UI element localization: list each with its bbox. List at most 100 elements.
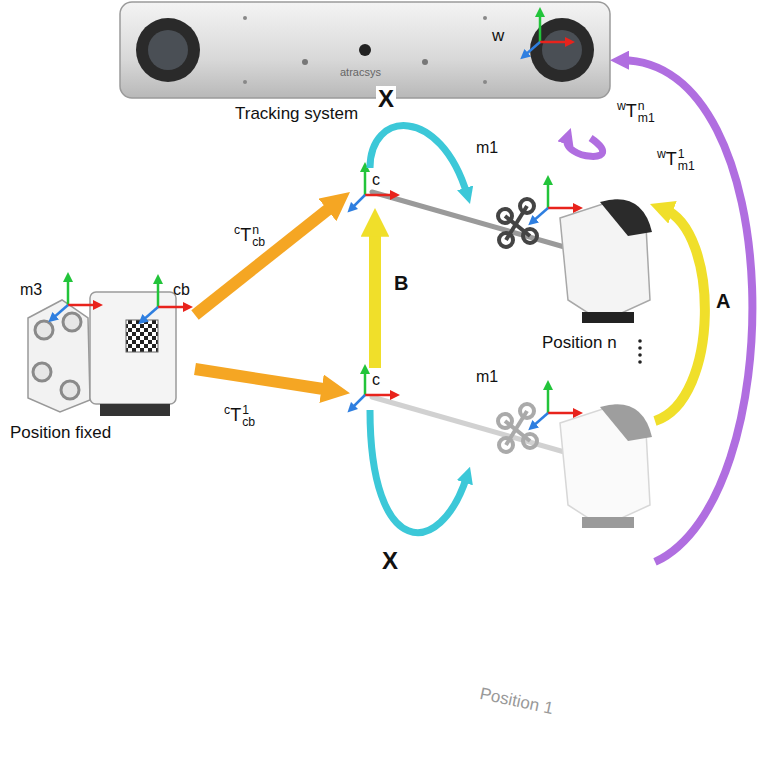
tracked-tool-faded-part — [582, 517, 634, 528]
position-caption: Position n — [542, 333, 617, 353]
coordinate-axes-part — [52, 277, 98, 319]
calibration-block-part — [28, 300, 90, 412]
tool-marker: m1Position n — [470, 138, 650, 358]
coordinate-axes-part-part — [68, 304, 98, 307]
coordinate-axes-part-part — [351, 195, 365, 209]
tracked-tool-faded — [372, 397, 652, 528]
tracking-device-part — [542, 30, 582, 70]
tracking-device-part — [243, 16, 247, 20]
tracked-tool-part-part — [498, 209, 512, 223]
device-caption: Tracking system — [235, 104, 358, 124]
position-caption: Position 1 — [478, 684, 555, 719]
transform-label: wTm1n — [615, 100, 657, 124]
camera-frame: c — [350, 168, 400, 208]
tracked-tool-faded-part-part — [520, 404, 534, 418]
calibration-block-part — [61, 381, 79, 399]
tracked-tool — [372, 192, 652, 323]
calibration-block-part — [126, 320, 158, 352]
transform-label: X — [376, 86, 396, 112]
coordinate-axes-part-part — [539, 12, 542, 42]
coordinate-axes-part — [351, 369, 395, 409]
calibration-block-part — [63, 313, 81, 331]
frame-label: m1 — [476, 368, 498, 386]
frame-label: m3 — [20, 281, 42, 299]
calibration-board: m3 cbPosition fixed — [5, 270, 195, 450]
coordinate-axes-part-part — [365, 394, 395, 397]
camera-frame: c — [350, 368, 400, 410]
coordinate-axes-part-part — [532, 208, 548, 222]
calibration-block-part — [100, 404, 170, 416]
coordinate-axes-part — [524, 12, 570, 56]
coordinate-axes-part-part — [364, 167, 367, 195]
tracked-tool-faded-part-part — [523, 434, 537, 448]
frame-label: c — [372, 371, 380, 389]
transform-label: cTcbn — [232, 224, 267, 248]
tracked-tool-faded-part-part — [499, 438, 513, 452]
tracked-tool-part — [582, 312, 634, 323]
tracked-tool-faded-part — [372, 397, 575, 455]
coordinate-axes-part — [351, 167, 395, 209]
coordinate-axes-part-part — [67, 277, 70, 305]
transform-label: A — [714, 290, 732, 312]
tracked-tool-faded-part — [600, 404, 652, 441]
tracking-device-part — [136, 18, 200, 82]
tracking-device-part — [148, 30, 188, 70]
tracked-tool-part-part — [523, 229, 537, 243]
transform-arrow — [622, 60, 753, 562]
continuation-dots-part — [638, 353, 642, 357]
tracking-device — [120, 2, 610, 98]
continuation-dots — [638, 339, 642, 364]
tracking-device-part — [422, 59, 428, 65]
coordinate-axes-part — [532, 385, 578, 427]
continuation-dots-part — [638, 346, 642, 350]
coordinate-axes-part-part — [547, 385, 550, 413]
transform-arrow — [370, 126, 467, 195]
tracked-tool-part-part — [499, 233, 513, 247]
coordinate-axes-part-part — [142, 307, 158, 321]
coordinate-axes-part-part — [365, 194, 395, 197]
calibration-block-part — [35, 321, 53, 339]
tracking-system: wTracking system — [120, 0, 610, 128]
coordinate-axes — [52, 12, 578, 427]
coordinate-axes-part-part — [158, 306, 188, 309]
calibration-block — [28, 292, 176, 416]
transform-arrow — [370, 410, 467, 533]
coordinate-axes-part-part — [157, 279, 160, 307]
tracked-tool-part — [372, 192, 575, 250]
tracking-device-part — [120, 2, 610, 98]
tracked-tool-faded-part — [498, 404, 537, 452]
coordinate-axes-part-part — [548, 207, 578, 210]
coordinate-axes-part-part — [524, 42, 540, 56]
tracked-tool-part-part — [520, 199, 534, 213]
position-caption: Position fixed — [10, 423, 111, 443]
coordinate-axes-part — [532, 180, 578, 222]
tool-marker: m1Position 1 — [470, 368, 655, 721]
transform-label: B — [392, 272, 410, 294]
coordinate-axes-part — [142, 279, 188, 321]
continuation-dots-part — [638, 339, 642, 343]
transform-label: cTcb1 — [222, 404, 257, 428]
coordinate-axes-part-part — [52, 305, 68, 319]
frame-label: cb — [173, 281, 190, 299]
tracked-tool-faded-part-part — [498, 414, 512, 428]
transform-arrow — [369, 225, 381, 368]
tracked-tool-part — [600, 199, 652, 236]
transform-label: wTm11 — [655, 148, 697, 172]
coordinate-axes-part-part — [532, 413, 548, 427]
calibration-block-part — [33, 363, 51, 381]
tracking-device-part — [243, 80, 247, 84]
brand-label: atracsys — [340, 66, 381, 79]
transform-arrow — [567, 138, 603, 157]
transform-arrow — [195, 203, 336, 315]
calibration-block-part — [90, 292, 176, 404]
tracked-tool-part — [498, 199, 537, 247]
tracking-device-part — [359, 44, 371, 56]
tracking-device-part — [302, 59, 308, 65]
coordinate-axes-part-part — [548, 412, 578, 415]
transform-arrow — [655, 209, 705, 421]
